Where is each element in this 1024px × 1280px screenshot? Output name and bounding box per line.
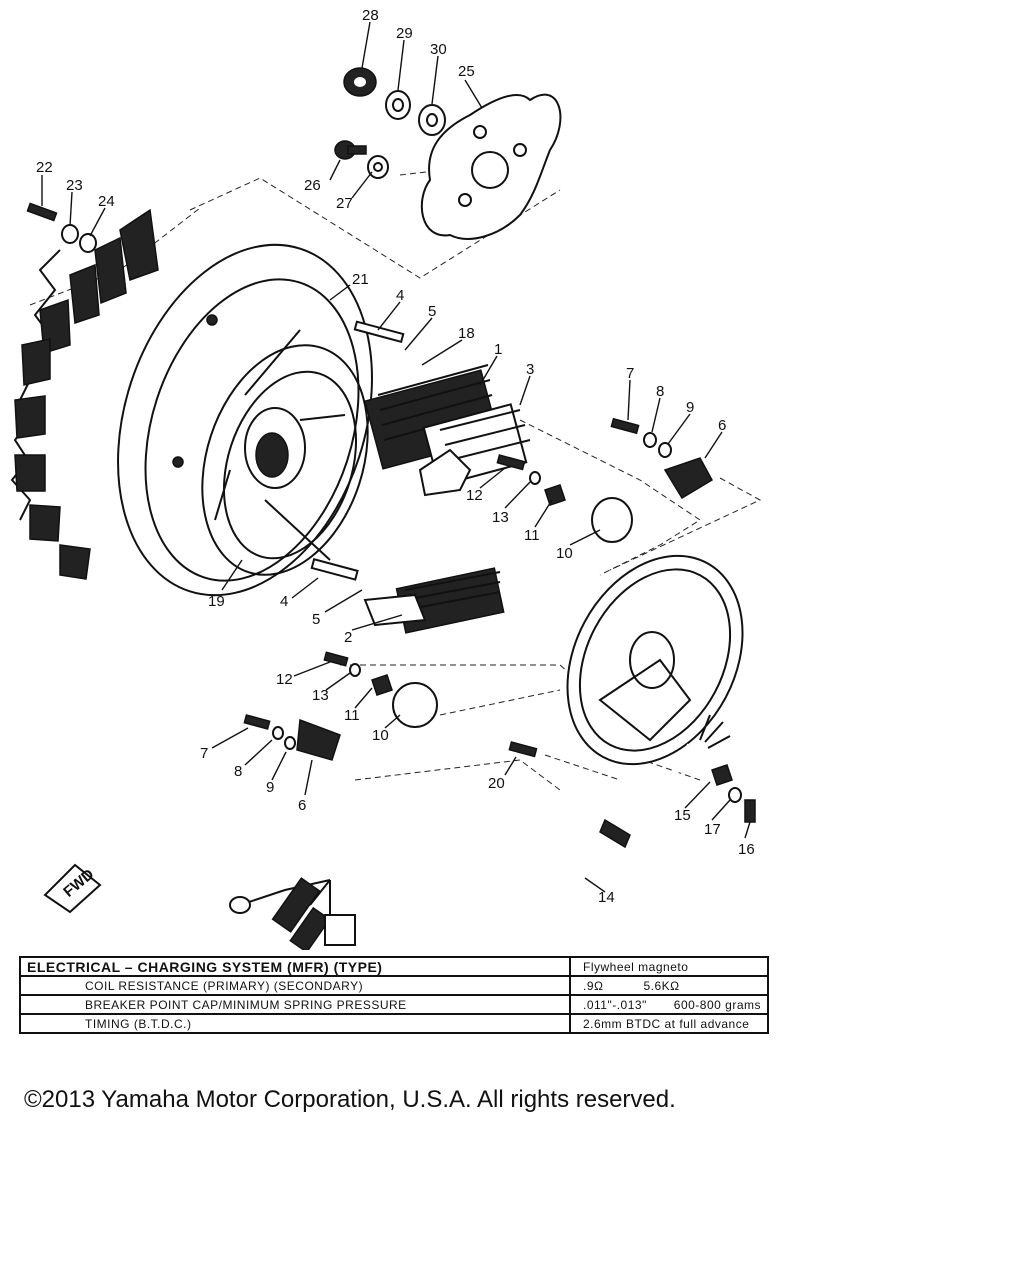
part-number: 26 <box>304 177 321 194</box>
spec-label: BREAKER POINT CAP/MINIMUM SPRING PRESSUR… <box>19 994 571 1015</box>
part-number: 4 <box>280 593 288 610</box>
part-number: 6 <box>718 417 726 434</box>
part-number: 23 <box>66 177 83 194</box>
spec-row: COIL RESISTANCE (PRIMARY) (SECONDARY) .9… <box>19 975 769 996</box>
part-number: 1 <box>494 341 502 358</box>
part-number: 5 <box>428 303 436 320</box>
part-number: 17 <box>704 821 721 838</box>
part-number: 10 <box>372 727 389 744</box>
part-number: 13 <box>492 509 509 526</box>
part-number: 2 <box>344 629 352 646</box>
part-number: 19 <box>208 593 225 610</box>
part-number: 5 <box>312 611 320 628</box>
flywheel-rotor <box>10 208 373 597</box>
spec-row: TIMING (B.T.D.C.) 2.6mm BTDC at full adv… <box>19 1013 769 1034</box>
part-number: 4 <box>396 287 404 304</box>
part-number: 8 <box>234 763 242 780</box>
part-number: 7 <box>626 365 634 382</box>
exploded-parts-diagram: FWD <box>10 7 762 950</box>
part-number-labels: 28 29 30 25 22 23 24 26 27 21 4 5 18 1 3… <box>36 7 755 906</box>
part-number: 16 <box>738 841 755 858</box>
fasteners-top <box>26 67 446 253</box>
part-number: 30 <box>430 41 447 58</box>
spec-label: ELECTRICAL – CHARGING SYSTEM (MFR) (TYPE… <box>19 956 571 977</box>
gasket-plate <box>420 93 562 240</box>
part-number: 11 <box>524 527 540 544</box>
part-number: 18 <box>458 325 475 342</box>
part-number: 10 <box>556 545 573 562</box>
spec-value: 2.6mm BTDC at full advance <box>569 1013 769 1034</box>
part-number: 3 <box>526 361 534 378</box>
part-number: 8 <box>656 383 664 400</box>
assembly-guide-lines <box>29 159 762 791</box>
spec-value: .011"-.013"600-800 grams <box>569 994 769 1015</box>
part-number: 11 <box>344 707 360 724</box>
spec-label: TIMING (B.T.D.C.) <box>19 1013 571 1034</box>
part-number: 25 <box>458 63 475 80</box>
spec-value: Flywheel magneto <box>569 956 769 977</box>
copyright-notice: ©2013 Yamaha Motor Corporation, U.S.A. A… <box>24 1086 676 1113</box>
part-number: 14 <box>598 889 615 906</box>
part-number: 22 <box>36 159 53 176</box>
electrical-spec-table: ELECTRICAL – CHARGING SYSTEM (MFR) (TYPE… <box>19 956 769 1034</box>
stator-base-plate <box>508 554 744 766</box>
spec-row: BREAKER POINT CAP/MINIMUM SPRING PRESSUR… <box>19 994 769 1015</box>
part-number: 6 <box>298 797 306 814</box>
part-number: 7 <box>200 745 208 762</box>
part-number: 29 <box>396 25 413 42</box>
part-number: 13 <box>312 687 329 704</box>
part-number: 15 <box>674 807 691 824</box>
coils-and-breakers <box>243 320 714 761</box>
part-number: 24 <box>98 193 115 210</box>
part-number: 27 <box>336 195 353 212</box>
part-number: 21 <box>352 271 369 288</box>
spec-row: ELECTRICAL – CHARGING SYSTEM (MFR) (TYPE… <box>19 956 769 977</box>
part-number: 28 <box>362 7 379 24</box>
part-number: 12 <box>276 671 293 688</box>
leader-lines <box>41 21 751 893</box>
spec-label: COIL RESISTANCE (PRIMARY) (SECONDARY) <box>19 975 571 996</box>
fwd-arrow: FWD <box>43 863 102 914</box>
part-number: 20 <box>488 775 505 792</box>
part-number: 9 <box>686 399 694 416</box>
part-number: 9 <box>266 779 274 796</box>
wire-harness <box>229 714 756 950</box>
part-number: 12 <box>466 487 483 504</box>
